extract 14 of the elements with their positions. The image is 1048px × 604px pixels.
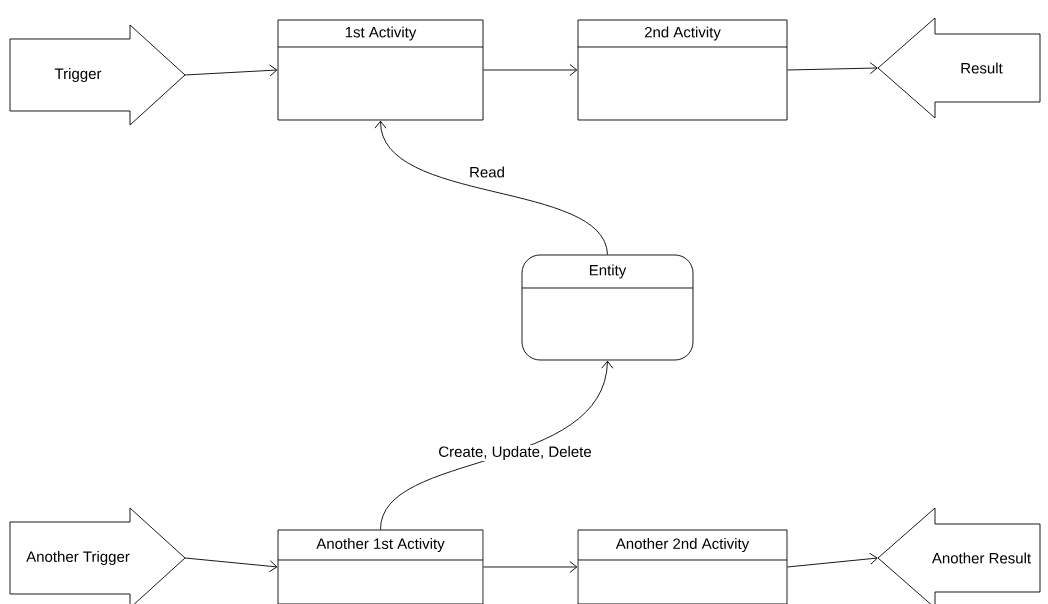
arrow: [787, 552, 878, 568]
arrow: [184, 557, 278, 573]
activity-box: Another 1st Activity: [277, 529, 484, 604]
arrow: [483, 64, 578, 76]
arrow: [184, 64, 278, 77]
activity-box: 2nd Activity: [577, 19, 788, 121]
arrow: [787, 62, 878, 75]
edge-label: Create, Update, Delete: [437, 445, 593, 461]
arrow: [483, 561, 578, 573]
entity-box: Entity: [521, 254, 694, 361]
activity-box: 1st Activity: [277, 19, 484, 121]
edge-label: Read: [468, 165, 506, 179]
arrow: [374, 120, 608, 255]
activity-box: Another 2nd Activity: [577, 529, 788, 604]
